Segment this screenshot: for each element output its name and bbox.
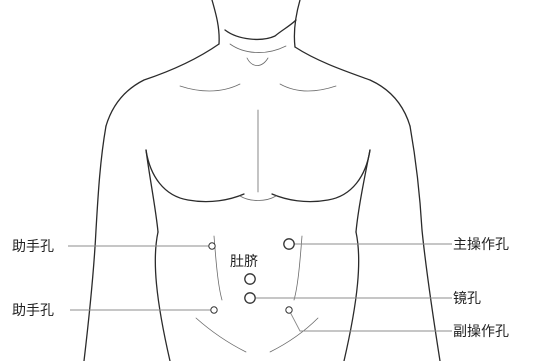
pectoral-left <box>146 150 244 202</box>
torso-outline <box>84 0 440 361</box>
inguinal-left <box>196 318 246 352</box>
inguinal-right <box>270 318 318 352</box>
arm-left-inner <box>146 150 158 232</box>
label-assist-lower: 助手孔 <box>12 303 54 319</box>
shoulder-left <box>106 44 219 126</box>
clavicle-left <box>180 84 240 91</box>
port-navel <box>245 274 255 284</box>
shoulder-right <box>295 47 410 126</box>
neck-collar <box>230 44 286 53</box>
label-assist-upper: 助手孔 <box>12 239 54 255</box>
flank-right <box>344 232 359 361</box>
clavicle-right <box>280 84 336 91</box>
arm-left-outer <box>84 126 106 361</box>
label-main-port: 主操作孔 <box>453 237 509 253</box>
jaw-line <box>225 20 296 39</box>
port-markers <box>209 239 294 313</box>
label-scope-port: 镜孔 <box>453 291 481 307</box>
port-assist-lower <box>211 307 217 313</box>
throat-line <box>247 58 268 66</box>
pectoral-right <box>272 150 370 202</box>
port-scope <box>245 293 255 303</box>
neck-right <box>294 0 300 47</box>
label-secondary-port: 副操作孔 <box>453 324 509 340</box>
flank-left <box>155 232 170 361</box>
leader-secondary-port <box>289 310 452 331</box>
arm-right-outer <box>410 126 440 361</box>
neck-left <box>212 0 219 44</box>
port-secondary <box>286 307 292 313</box>
port-main <box>284 239 294 249</box>
ab-right <box>294 236 302 300</box>
rib-arc <box>240 196 276 201</box>
leader-lines <box>68 244 452 331</box>
port-assist-upper <box>209 243 215 249</box>
label-navel: 肚脐 <box>230 254 258 270</box>
